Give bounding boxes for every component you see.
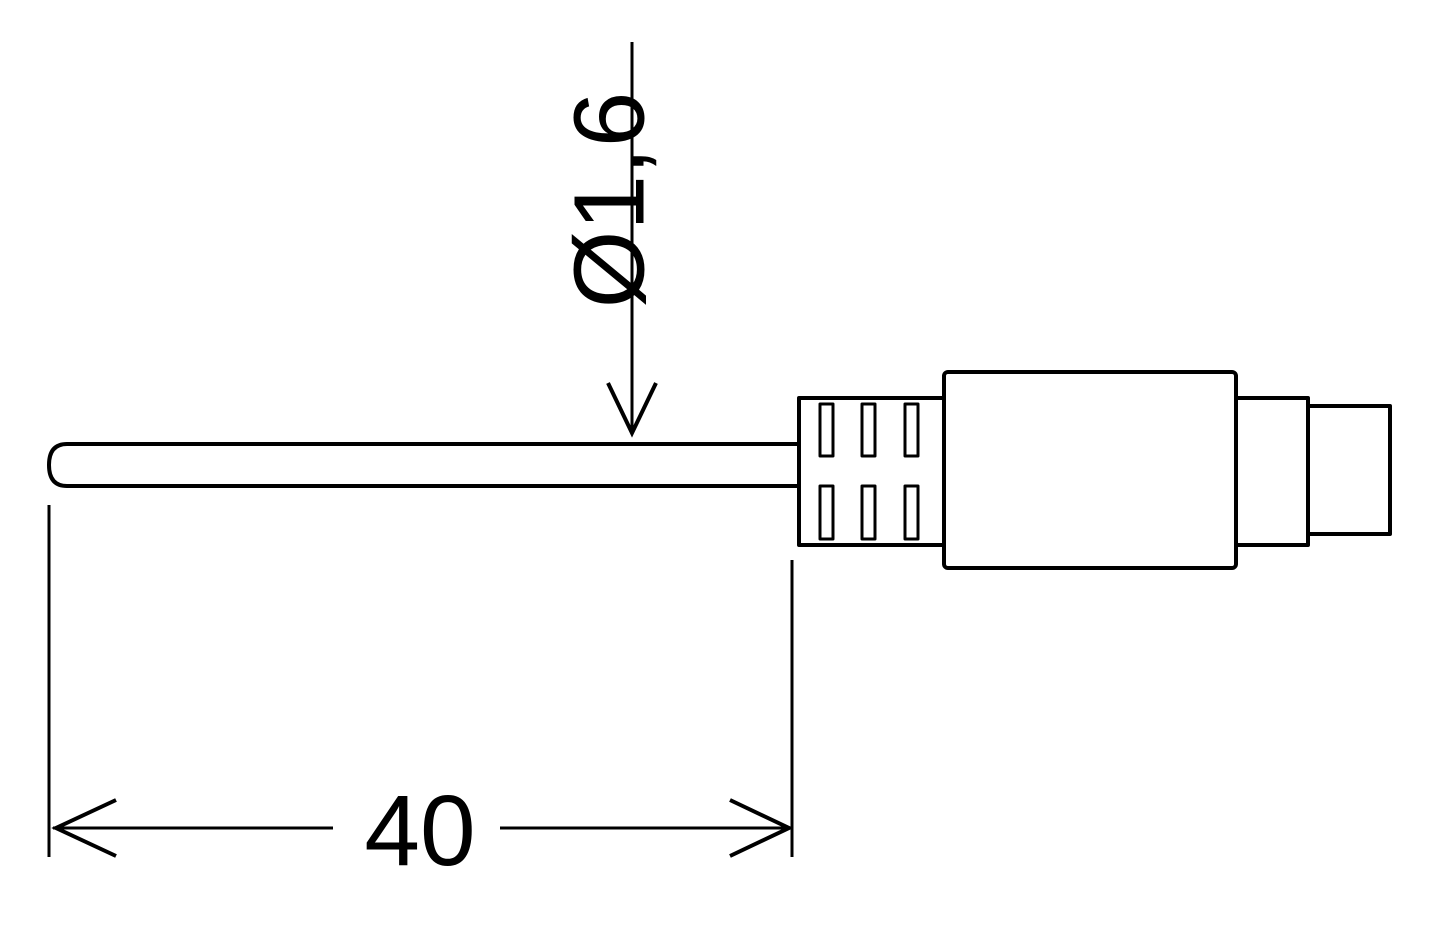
diameter-label: Ø1,6 bbox=[553, 92, 665, 309]
sleeve-ribs-lower bbox=[818, 484, 920, 541]
length-arrow-left-icon bbox=[51, 798, 117, 858]
connector-body bbox=[942, 370, 1238, 570]
probe-tube bbox=[47, 442, 797, 488]
connector-collar bbox=[1234, 396, 1310, 547]
length-dimension bbox=[47, 505, 794, 858]
sleeve-ribs-upper bbox=[818, 402, 920, 458]
connector-plug bbox=[1306, 404, 1392, 536]
diameter-arrow-icon bbox=[606, 382, 658, 438]
diameter-dimension bbox=[606, 42, 658, 438]
length-arrow-right-icon bbox=[729, 798, 794, 858]
probe-outline bbox=[47, 370, 1392, 570]
length-label: 40 bbox=[364, 775, 475, 887]
